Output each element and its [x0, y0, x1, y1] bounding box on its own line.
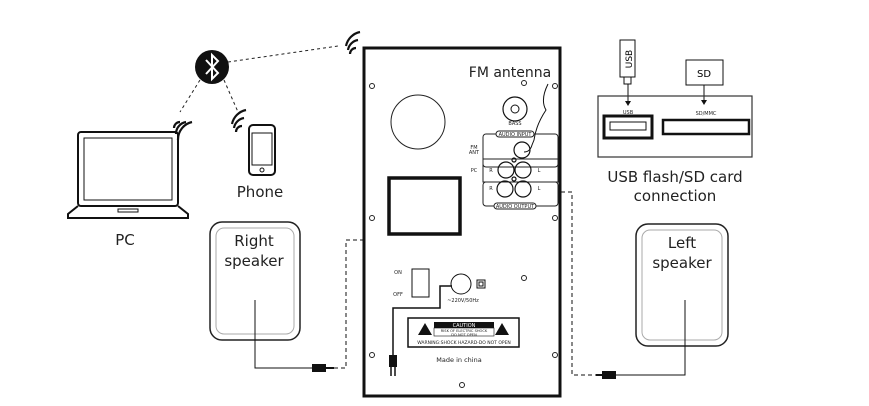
wireless-signal-icon: [172, 30, 361, 141]
fm-ant-label: FM: [470, 145, 477, 151]
out-l-jack[interactable]: [514, 180, 532, 198]
power-plug-icon: [389, 355, 397, 376]
bass-knob[interactable]: [502, 96, 528, 122]
pc-l-label: L: [538, 168, 541, 174]
usb-sd-caption-2: connection: [634, 187, 717, 205]
off-label: OFF: [393, 292, 403, 298]
power-socket: [450, 273, 472, 295]
phone-label: Phone: [237, 183, 283, 201]
audio-output-label: AUDIO OUTPUT: [496, 204, 535, 210]
sd-slot[interactable]: [661, 118, 751, 136]
fm-antenna-label: FM antenna: [469, 65, 551, 81]
warning-triangle-icon: [418, 323, 432, 335]
sd-card-icon: SD: [685, 59, 724, 105]
usb-sd-panel: USB SD/MMC: [597, 95, 753, 158]
out-r-jack[interactable]: [496, 180, 514, 198]
pc-in-r-jack[interactable]: [497, 161, 515, 179]
usb-sd-caption: USB flash/SD card: [607, 168, 742, 186]
warning-text: WARNING:SHOCK HAZARD-DO NOT OPEN: [417, 340, 511, 346]
pc-in-l-jack[interactable]: [514, 161, 532, 179]
fm-ant-label-2: ANT: [469, 150, 480, 156]
usb-stick-label: USB: [625, 50, 635, 68]
made-in-label: Made in china: [436, 356, 481, 364]
out-l-label: L: [538, 186, 541, 192]
usb-stick-icon: USB: [619, 39, 636, 106]
caution-line2: DO NOT OPEN: [451, 333, 477, 337]
caution-label: CAUTION RISK OF ELECTRIC SHOCK DO NOT OP…: [407, 317, 520, 348]
power-rating: ~220V/50Hz: [447, 298, 479, 304]
left-speaker-label-2: speaker: [652, 254, 712, 272]
left-speaker: Left speaker: [635, 223, 729, 347]
bluetooth-icon: [195, 50, 229, 84]
audio-input-label: AUDIO INPUT: [499, 132, 533, 138]
smartphone-icon: [248, 124, 276, 176]
left-speaker-label: Left: [668, 234, 696, 252]
out-r-label: R: [489, 186, 493, 192]
right-speaker-cable: [254, 300, 312, 369]
left-speaker-cable: [616, 300, 686, 376]
pc-r-label: R: [489, 168, 493, 174]
right-speaker-label-2: speaker: [224, 252, 284, 270]
power-cord: [392, 285, 452, 355]
sd-card-label: SD: [697, 69, 711, 80]
bt-link-pc: [179, 79, 201, 113]
right-speaker-label: Right: [234, 232, 274, 250]
warning-triangle-icon: [495, 323, 509, 335]
usb-port[interactable]: [602, 114, 654, 140]
rear-panel: FM antenna BASS AUDIO INPUT AUDIO OUTPUT…: [362, 46, 562, 398]
fm-antenna-wire: [523, 83, 549, 153]
caution-text: CAUTION: [453, 323, 476, 329]
pc-label: PC: [115, 231, 135, 249]
usb-port-label: USB: [623, 110, 634, 116]
audio-plug-icon: [312, 364, 334, 372]
laptop-icon: [67, 131, 189, 219]
on-label: ON: [394, 270, 402, 276]
fm-antenna-jack[interactable]: [513, 141, 531, 159]
bt-link-phone: [223, 79, 239, 113]
bass-label: BASS: [508, 121, 521, 127]
pc-input-label: PC: [471, 168, 478, 174]
caution-line1: RISK OF ELECTRIC SHOCK: [441, 329, 488, 333]
bt-link-speaker: [227, 45, 339, 63]
sd-port-label: SD/MMC: [696, 111, 717, 117]
power-switch[interactable]: [411, 268, 430, 298]
audio-plug-icon: [596, 371, 616, 379]
